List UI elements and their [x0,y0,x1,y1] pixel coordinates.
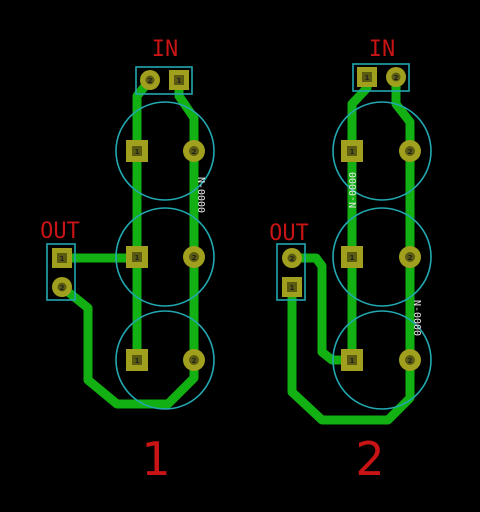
trace [347,72,372,365]
pad-number: 2 [60,284,65,292]
capacitor-outline [332,101,432,201]
pad-drill [405,252,415,262]
pad-drill [347,252,357,262]
in-connector-outline [135,66,193,95]
pad-number: 2 [408,357,413,365]
pad-number: 1 [365,74,370,82]
pad-drill [362,72,372,82]
out-connector-outline [276,243,306,301]
board-2-outlines [276,63,432,410]
pad-number: 2 [148,77,153,85]
in-label: IN [369,37,396,62]
out-connector-outline [46,243,76,301]
pad-drill [189,252,199,262]
pad-number: 2 [290,255,295,263]
pad-drill [145,75,155,85]
board-2: 1 2 1 2 1 2 1 2 2 1 IN OUT N-0000 N-0000… [269,37,432,486]
pad-number: 1 [350,357,355,365]
pad-number: 1 [60,255,65,263]
pad-number: 2 [192,357,197,365]
capacitor-outline [115,310,215,410]
pad-number: 1 [135,254,140,262]
board-number: 2 [355,432,384,486]
pad-drill [405,355,415,365]
refdes-label: N-0000 [195,177,206,213]
pad-number: 1 [350,148,355,156]
pad-number: 1 [135,148,140,156]
board-1-pads [52,70,205,371]
capacitor-outline [115,207,215,307]
pad-drill [391,72,401,82]
refdes-label: N-0000 [348,172,359,208]
board-1-outlines [46,66,215,410]
pad-drill [405,146,415,156]
in-connector-outline [352,63,410,92]
trace [287,282,415,425]
pad-number: 1 [350,254,355,262]
pad-number: 2 [408,254,413,262]
pad-number: 2 [394,74,399,82]
pad-drill [132,252,142,262]
board-1: 1 2 1 2 1 2 2 1 1 2 IN OUT N-0000 1 [40,37,215,486]
in-label: IN [152,37,179,62]
trace [287,253,357,365]
pad-drill [189,146,199,156]
pad-drill [174,75,184,85]
pad-number: 2 [408,148,413,156]
pad-drill [347,146,357,156]
out-label: OUT [269,221,309,246]
pad-drill [132,355,142,365]
capacitor-outline [115,101,215,201]
out-label: OUT [40,219,80,244]
pad-number: 2 [192,254,197,262]
pad-drill [57,282,67,292]
board-number: 1 [141,432,170,486]
pad-drill [57,253,67,263]
capacitor-outline [332,207,432,307]
pad-drill [189,355,199,365]
refdes-label: N-0000 [411,300,422,336]
trace [57,282,199,409]
pad-drill [287,282,297,292]
pad-number: 1 [135,357,140,365]
board-2-pads [282,67,421,371]
pad-drill [132,146,142,156]
pad-drill [347,355,357,365]
capacitor-outline [332,310,432,410]
pad-drill [287,253,297,263]
pad-number: 1 [177,77,182,85]
pad-number: 2 [192,148,197,156]
pad-number: 1 [290,284,295,292]
